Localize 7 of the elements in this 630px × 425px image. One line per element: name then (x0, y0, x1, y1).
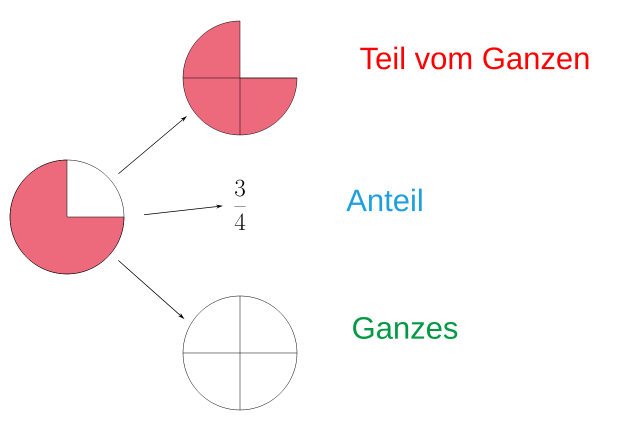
caption-text: Teil vom Ganzen (360, 46, 588, 70)
caption-text: Ganzes (353, 317, 458, 339)
caption-text: Anteil (346, 188, 422, 212)
pie-chart-drawing (182, 20, 298, 136)
pie-chart-drawing (10, 160, 124, 274)
divided-circle-drawing (182, 296, 298, 410)
fraction: $\frac{3}{4}$ (234, 180, 246, 230)
